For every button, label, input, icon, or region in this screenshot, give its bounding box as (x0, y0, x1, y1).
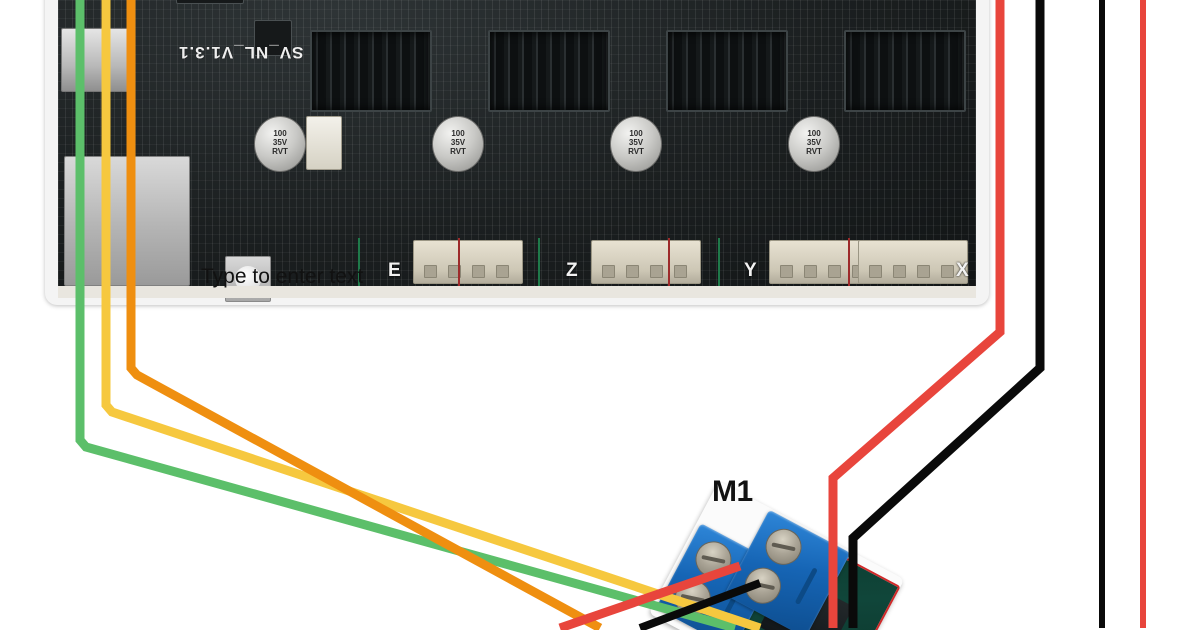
header-label-y: Y (744, 260, 758, 281)
heatsink-y (666, 30, 788, 112)
mosfet-module-m1[interactable]: D4 GA6 L (648, 480, 905, 630)
sd-card-slot (64, 156, 190, 286)
usb-port (61, 28, 129, 92)
jst-connector-2 (306, 116, 342, 170)
pcb-bottom-edge (58, 286, 976, 298)
header-label-e: E (388, 260, 402, 281)
motor-header-x[interactable] (858, 240, 968, 284)
heatsink-z (488, 30, 610, 112)
motor-header-e[interactable] (413, 240, 523, 284)
ic-ch340c (176, 0, 244, 4)
motor-header-z[interactable] (591, 240, 701, 284)
m1-label: M1 (712, 475, 753, 508)
text-placeholder[interactable]: Type to enter text (201, 265, 364, 288)
silkscreen-version: SV_NL_V1.3.1 (178, 43, 304, 62)
heatsink-e (310, 30, 432, 112)
header-label-x: X (956, 260, 970, 281)
heatsink-x (844, 30, 966, 112)
header-label-z: Z (566, 260, 579, 281)
